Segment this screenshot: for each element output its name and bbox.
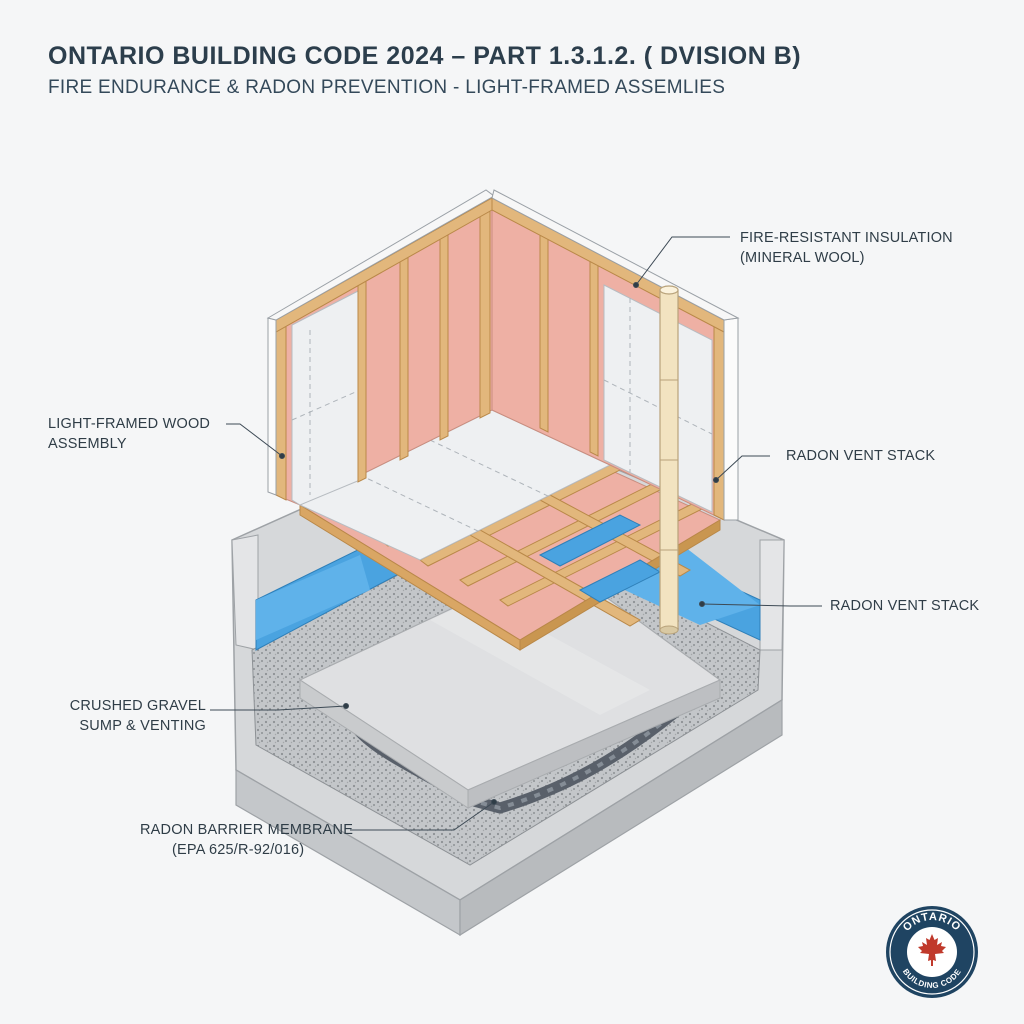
- page-title: ONTARIO BUILDING CODE 2024 – PART 1.3.1.…: [48, 42, 802, 70]
- ontario-building-code-seal: ONTARIO BUILDING CODE: [886, 906, 978, 998]
- maple-leaf-icon: [918, 934, 946, 966]
- callout-vent-stack-upper: RADON VENT STACK: [786, 448, 936, 464]
- callout-fire-insulation: FIRE-RESISTANT INSULATION (MINERAL WOOL): [740, 230, 953, 266]
- left-wall-assembly: [266, 189, 495, 506]
- callout-wood-assembly: LIGHT-FRAMED WOOD ASSEMBLY: [48, 416, 211, 452]
- callout-radon-membrane: RADON BARRIER MEMBRANE (EPA 625/R-92/016…: [140, 822, 354, 858]
- page-subtitle: FIRE ENDURANCE & RADON PREVENTION - LIGH…: [48, 77, 726, 98]
- radon-vent-stack: [659, 285, 679, 635]
- leader-lines: [210, 236, 822, 831]
- callout-vent-stack-lower: RADON VENT STACK: [830, 598, 980, 614]
- callout-crushed-gravel: CRUSHED GRAVEL SUMP & VENTING: [69, 698, 206, 734]
